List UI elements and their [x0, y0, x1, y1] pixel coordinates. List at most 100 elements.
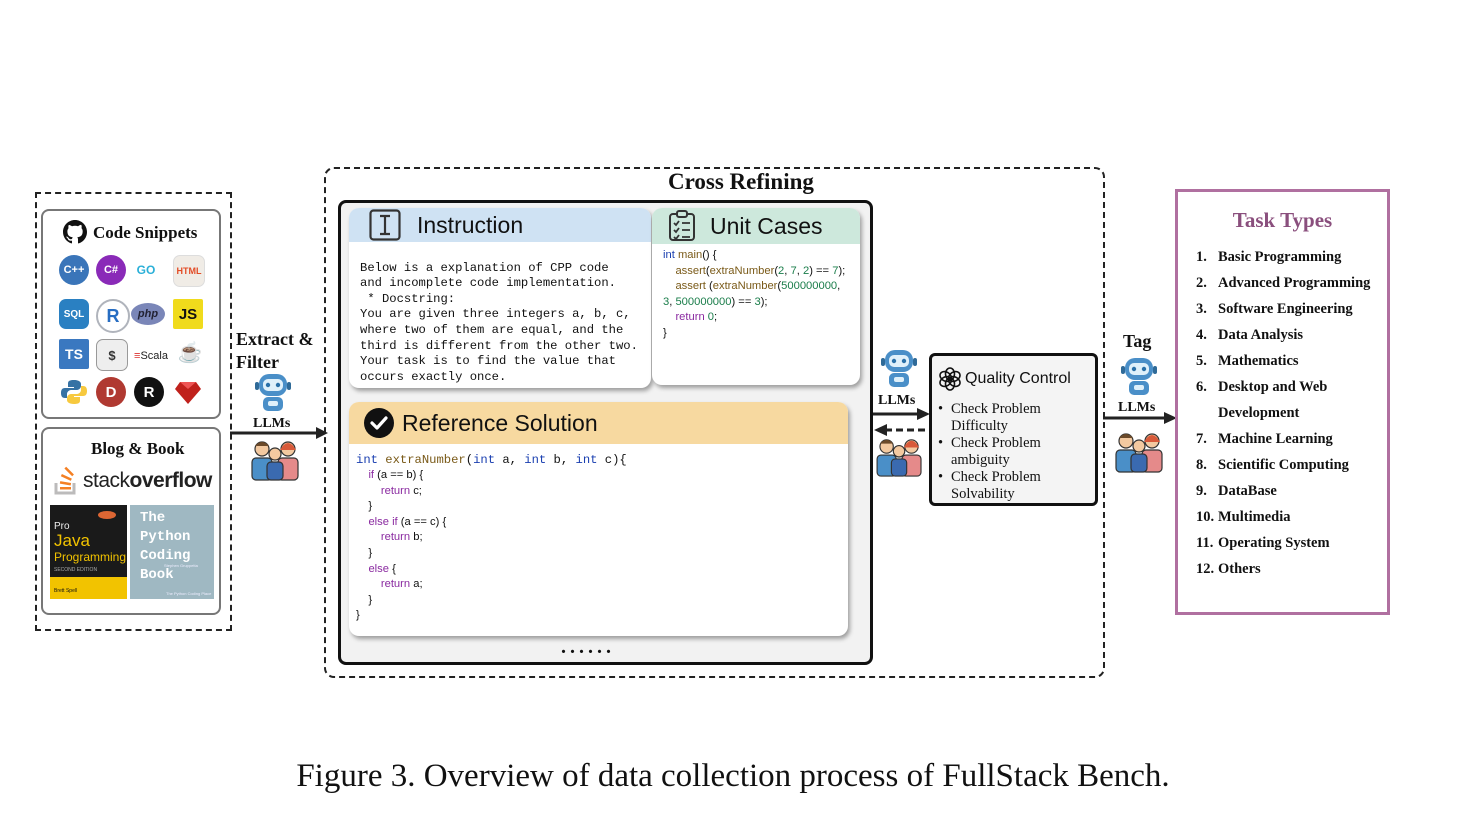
python-book-footer: The Python Coding Place — [166, 591, 212, 596]
instruction-line: and incomplete code implementation. — [360, 276, 616, 291]
quality-check-label: Check Problem Difficulty — [951, 401, 1041, 434]
instruction-line: ...... — [360, 385, 404, 388]
task-type-label: Machine Learning — [1218, 431, 1333, 447]
shell-icon: $ — [96, 339, 128, 371]
unit-cases-header: Unit Cases — [652, 208, 860, 244]
task-type-label: Software Engineering — [1218, 301, 1353, 317]
llms-label-middle: LLMs — [878, 393, 916, 408]
rust-icon: R — [134, 377, 164, 407]
task-type-item: 3. Software Engineering — [1196, 301, 1353, 318]
task-type-number: 6. — [1196, 379, 1207, 395]
java-book-pro: Pro — [54, 521, 70, 532]
sql-icon: SQL — [59, 299, 89, 329]
java-book-edition: SECOND EDITION — [54, 567, 98, 573]
task-type-number: 2. — [1196, 275, 1207, 291]
instruction-title: Instruction — [417, 211, 524, 238]
d-icon: D — [96, 377, 126, 407]
extract-filter-label: Extract & Filter — [236, 329, 314, 372]
instruction-card: Instruction Below is a explanation of CP… — [349, 208, 651, 388]
task-type-item: 6. Desktop and Web — [1196, 379, 1327, 396]
code-snippets-title: Code Snippets — [93, 223, 198, 242]
instruction-line: You are given three integers a, b, c, — [360, 307, 631, 322]
task-type-number: 12. — [1196, 561, 1215, 577]
task-type-item: 9. DataBase — [1196, 483, 1277, 500]
scala-icon: ≡Scala — [131, 341, 171, 371]
cpp-icon: C++ — [59, 255, 89, 285]
arrow-extract — [230, 427, 328, 439]
reference-solution-card: Reference Solution int extraNumber(int a… — [349, 402, 848, 636]
llms-label-right: LLMs — [1118, 400, 1156, 415]
text-cursor-icon — [369, 209, 401, 241]
unit-cases-title: Unit Cases — [710, 212, 823, 239]
robot-icon — [1121, 358, 1157, 395]
task-type-number: 10. — [1196, 509, 1215, 525]
unit-cases-code: int main() { assert(extraNumber(2, 7, 2)… — [663, 249, 846, 339]
figure-caption: Figure 3. Overview of data collection pr… — [296, 758, 1170, 794]
java-book-programming: Programming — [54, 550, 127, 564]
task-type-item: 7.Machine Learning — [1196, 431, 1333, 448]
task-types-box: Task Types 1. Basic Programming 2. Advance… — [1175, 189, 1390, 615]
instruction-line: occurs exactly once. — [360, 369, 507, 384]
task-type-item: 11.Operating System — [1196, 535, 1330, 552]
task-type-number: 3. — [1196, 301, 1207, 317]
stackoverflow-icon — [53, 463, 79, 495]
instruction-line: Your task is to find the value that — [360, 354, 616, 369]
blog-book-panel: Blog & Book stackoverflow Pro Java Progr… — [41, 427, 221, 615]
task-type-number: 8. — [1196, 457, 1207, 473]
task-type-label: Scientific Computing — [1218, 457, 1349, 473]
quality-control-items: •Check Problem Difficulty •Check Problem… — [938, 401, 1067, 503]
instruction-header: Instruction — [349, 208, 651, 242]
task-type-item: 8. Scientific Computing — [1196, 457, 1349, 474]
reference-solution-header: Reference Solution — [349, 402, 848, 444]
task-type-item: 12.Others — [1196, 561, 1261, 578]
check-circle-icon — [364, 408, 394, 438]
task-type-number: 11. — [1196, 535, 1214, 551]
task-type-label: Basic Programming — [1218, 249, 1342, 265]
task-type-number: 1. — [1196, 249, 1207, 265]
instruction-line: where two of them are equal, and the — [360, 322, 624, 337]
ts-icon: TS — [59, 339, 89, 369]
arrow-tag — [1103, 412, 1177, 424]
instruction-line: * Docstring: — [360, 291, 456, 306]
csharp-icon: C# — [96, 255, 126, 285]
quality-control-box: Quality Control •Check Problem Difficult… — [929, 353, 1098, 506]
quality-check-label: Check Problem Solvability — [951, 469, 1041, 502]
task-types-title: Task Types — [1232, 208, 1333, 232]
task-type-label: Others — [1218, 561, 1261, 577]
python-book-title: The Python Coding Book — [140, 510, 191, 583]
python-icon — [59, 377, 89, 407]
task-type-label: Data Analysis — [1218, 327, 1304, 343]
quality-check-item: •Check Problem ambiguity — [938, 435, 1067, 469]
cross-refining-dashed-box — [324, 167, 1105, 678]
instruction-line: Below is a explanation of CPP code — [360, 260, 609, 275]
task-type-label: Mathematics — [1218, 353, 1299, 369]
task-type-label: DataBase — [1218, 483, 1277, 499]
reference-solution-title: Reference Solution — [402, 409, 598, 436]
task-type-number: 9. — [1196, 483, 1207, 499]
quality-check-item: •Check Problem Solvability — [938, 469, 1067, 503]
python-book-subtitle: Stephen Gruppetta — [164, 563, 198, 568]
instruction-text: Below is a explanation of CPP code and i… — [360, 245, 638, 388]
task-type-number: 4. — [1196, 327, 1207, 343]
reference-solution-code: int extraNumber(int a, int b, int c){ — [356, 453, 627, 467]
html-icon: HTML — [173, 255, 205, 287]
js-icon: JS — [173, 299, 203, 329]
python-book-cover: The Python Coding Book Stephen Gruppetta… — [130, 505, 214, 599]
task-type-label: Development — [1218, 405, 1300, 421]
code-snippets-panel: Code Snippets C++ C# GO HTML SQL R php J… — [41, 209, 221, 419]
quality-control-title: Quality Control — [965, 370, 1071, 387]
tag-label: Tag — [1123, 331, 1152, 351]
task-type-item: 5.Mathematics — [1196, 353, 1299, 370]
task-type-item: 2. Advanced Programming — [1196, 275, 1370, 292]
unit-cases-card: Unit Cases int main() { assert(extraNumb… — [652, 208, 860, 385]
r-icon: R — [96, 299, 130, 333]
reference-solution-body: if (a == b) { return c; } else if (a == … — [356, 469, 447, 622]
task-type-label: Advanced Programming — [1218, 275, 1371, 291]
llms-label-left: LLMs — [253, 416, 291, 431]
task-type-label: Desktop and Web — [1218, 379, 1328, 395]
people-icon — [251, 441, 299, 481]
go-icon: GO — [131, 255, 161, 285]
java-book-badge — [98, 511, 116, 519]
openai-icon — [939, 367, 961, 391]
task-type-item: 4. Data Analysis — [1196, 327, 1303, 344]
